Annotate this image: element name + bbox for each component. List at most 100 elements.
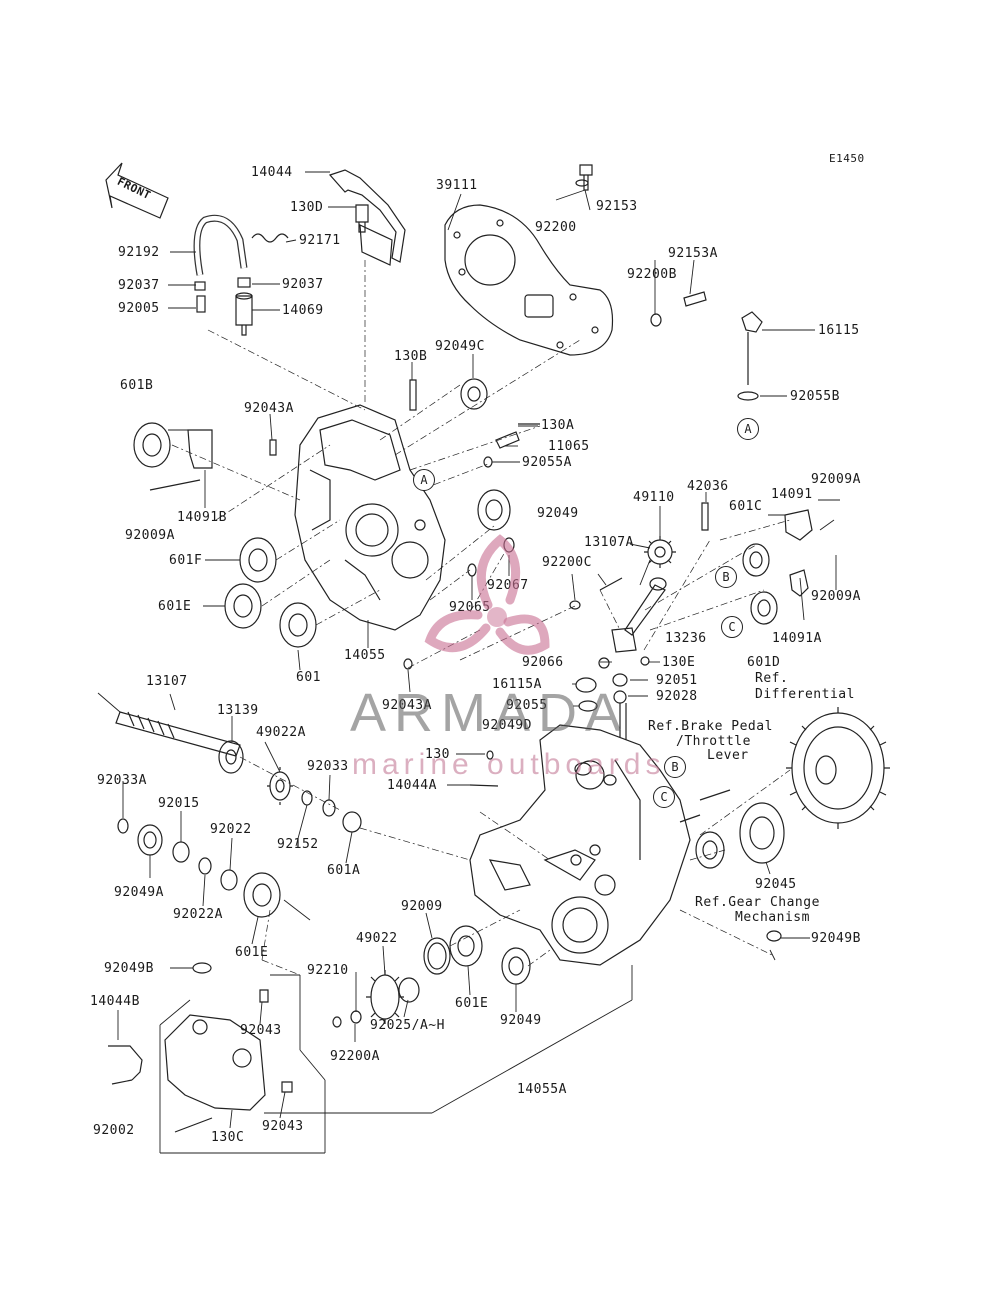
part-label: 92055B: [790, 389, 840, 404]
part-label: 601: [296, 670, 321, 685]
part-label: 14091B: [177, 510, 227, 525]
watermark-title: ARMADA: [350, 683, 630, 743]
ref-circle-b: B: [664, 756, 686, 778]
part-label: 92049A: [114, 885, 164, 900]
part-label: 92051: [656, 673, 698, 688]
part-label: 14044B: [90, 994, 140, 1009]
part-label: 601D: [747, 655, 781, 670]
part-label: 92009A: [125, 528, 175, 543]
part-label: 92022: [210, 822, 252, 837]
part-label: 13236: [665, 631, 707, 646]
part-label: 92049B: [811, 931, 861, 946]
part-label: 49110: [633, 490, 675, 505]
part-label: Mechanism: [735, 910, 810, 925]
part-label: 92043: [240, 1023, 282, 1038]
ref-circle-b: B: [715, 566, 737, 588]
part-label: 92037: [118, 278, 160, 293]
part-label: 92043A: [244, 401, 294, 416]
part-label: 92153: [596, 199, 638, 214]
part-label: 49022A: [256, 725, 306, 740]
part-label: 92037: [282, 277, 324, 292]
watermark-subtitle: marine outboards: [352, 748, 666, 781]
part-label: 16115: [818, 323, 860, 338]
part-label: 11065: [548, 439, 590, 454]
differential-gear-icon: [786, 707, 890, 829]
part-label: 92009: [401, 899, 443, 914]
part-label: 92025/A~H: [370, 1018, 445, 1033]
part-label: 92066: [522, 655, 564, 670]
part-label: 92152: [277, 837, 319, 852]
part-label: 92009A: [811, 472, 861, 487]
part-label: 92049C: [435, 339, 485, 354]
part-label: 42036: [687, 479, 729, 494]
part-label: 92200B: [627, 267, 677, 282]
ref-circle-a: A: [737, 418, 759, 440]
part-label: 601C: [729, 499, 763, 514]
part-label: 13139: [217, 703, 259, 718]
part-label: 14091: [771, 487, 813, 502]
part-label: 92055: [506, 698, 548, 713]
part-label: 92043A: [382, 698, 432, 713]
part-label: 92033: [307, 759, 349, 774]
part-label: 92192: [118, 245, 160, 260]
part-label: 92033A: [97, 773, 147, 788]
part-label: 130D: [290, 200, 324, 215]
part-label: 92002: [93, 1123, 135, 1138]
part-label: 14044A: [387, 778, 437, 793]
part-label: 130A: [541, 418, 575, 433]
part-label: 92200: [535, 220, 577, 235]
part-label: 92049: [537, 506, 579, 521]
part-label: 601E: [158, 599, 192, 614]
part-label: 14069: [282, 303, 324, 318]
ref-circle-a: A: [413, 469, 435, 491]
part-label: 92171: [299, 233, 341, 248]
part-label: 49022: [356, 931, 398, 946]
part-label: 601F: [169, 553, 203, 568]
part-label: 601E: [235, 945, 269, 960]
part-label: Lever: [707, 748, 749, 763]
part-label: 92043: [262, 1119, 304, 1134]
part-label: 14091A: [772, 631, 822, 646]
shaft-13107-icon: [115, 711, 241, 757]
part-label: 601A: [327, 863, 361, 878]
part-label: Differential: [755, 687, 855, 702]
part-label: 130B: [394, 349, 428, 364]
part-label: 601E: [455, 996, 489, 1011]
part-label: 92065: [449, 600, 491, 615]
part-label: 13107: [146, 674, 188, 689]
part-label: 92049B: [104, 961, 154, 976]
part-label: 92210: [307, 963, 349, 978]
part-label: 92009A: [811, 589, 861, 604]
ref-circle-c: C: [721, 616, 743, 638]
part-label: 92200C: [542, 555, 592, 570]
part-label: 14044: [251, 165, 293, 180]
part-label: 92022A: [173, 907, 223, 922]
part-label: 16115A: [492, 677, 542, 692]
part-label: 130E: [662, 655, 696, 670]
part-label: 14055A: [517, 1082, 567, 1097]
part-label: 92153A: [668, 246, 718, 261]
part-label: 92005: [118, 301, 160, 316]
part-label: 13107A: [584, 535, 634, 550]
ref-circle-c: C: [653, 786, 675, 808]
part-label: 39111: [436, 178, 478, 193]
part-label: 92049D: [482, 718, 532, 733]
part-label: 130: [425, 747, 450, 762]
part-label: 92049: [500, 1013, 542, 1028]
part-label: Ref.Brake Pedal: [648, 719, 773, 734]
part-label: 92015: [158, 796, 200, 811]
part-label: 14055: [344, 648, 386, 663]
part-label: /Throttle: [676, 734, 751, 749]
diagram-code: E1450: [829, 152, 865, 165]
part-label: 92045: [755, 877, 797, 892]
front-arrow-icon: [105, 162, 169, 219]
part-label: 130C: [211, 1130, 245, 1145]
part-label: 601B: [120, 378, 154, 393]
part-label: Ref.: [755, 671, 789, 686]
part-label: 92200A: [330, 1049, 380, 1064]
part-label: 92055A: [522, 455, 572, 470]
part-label: 92028: [656, 689, 698, 704]
part-label: Ref.Gear Change: [695, 895, 820, 910]
